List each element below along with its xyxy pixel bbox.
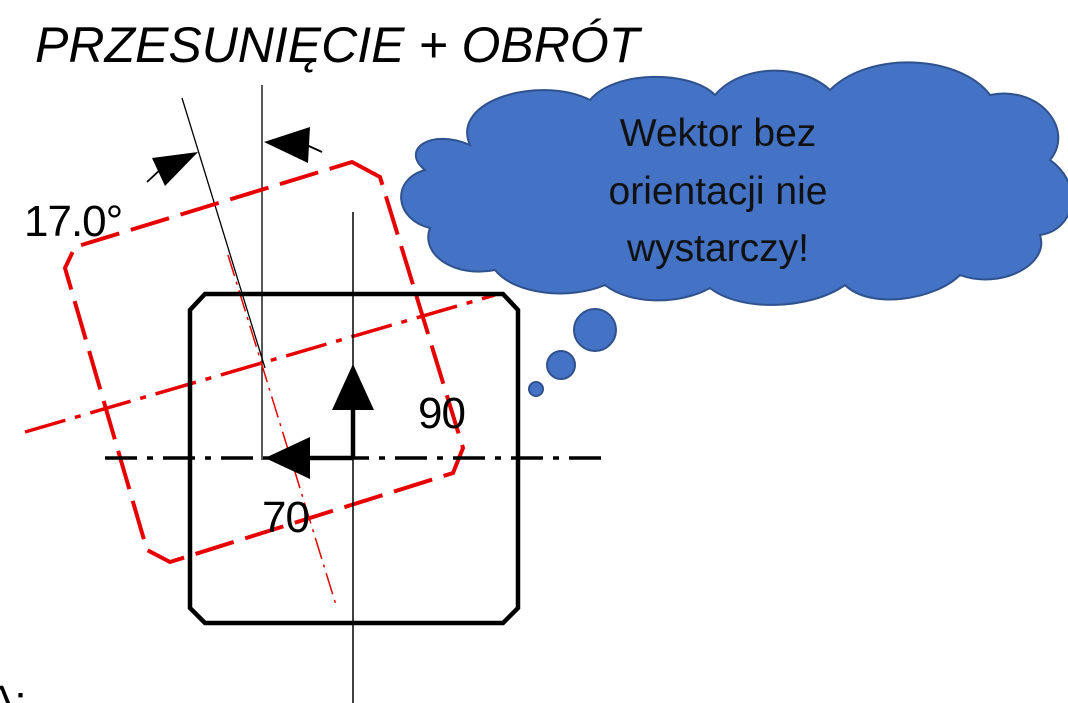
thought-bubble-dot-large [573,308,617,352]
translation-vector-y-arrowhead [332,364,374,410]
diagram-title: PRZESUNIĘCIE + OBRÓT [35,17,643,73]
rotated-vertical-centerline [227,254,337,606]
dimension-x-label: 70 [262,493,309,542]
thought-bubble-line-1: Wektor bez [620,112,817,155]
translation-vector-x-arrowhead [265,437,310,479]
rotated-axis-line [181,97,266,369]
corner-glyph-cut-off: A: [0,677,26,703]
rotated-part-outline [62,159,466,565]
cloud-shape [400,61,1068,306]
thought-bubble-dot-medium [546,350,576,380]
angle-arrowhead-right [264,127,310,163]
thought-bubble-line-3: wystarczy! [626,227,809,270]
rotated-horizontal-centerline [24,293,496,434]
thought-bubble: Wektor bez orientacji nie wystarczy! [400,61,1068,397]
part-outline [187,291,521,626]
thought-bubble-line-2: orientacji nie [609,170,828,213]
angle-label: 17.0° [24,197,122,246]
angle-arrowhead-left [152,152,198,186]
thought-bubble-dot-small [528,381,544,397]
dimension-y-label: 90 [418,389,465,438]
